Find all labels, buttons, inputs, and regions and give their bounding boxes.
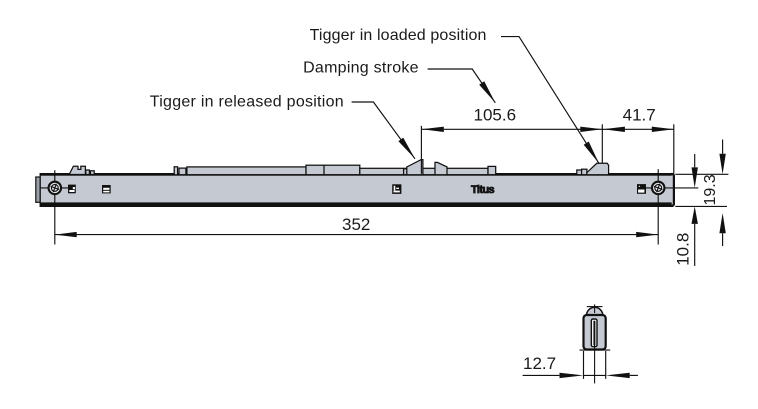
svg-text:Tigger in released position: Tigger in released position [150,94,344,111]
svg-text:352: 352 [342,215,370,234]
svg-text:Tigger in loaded position: Tigger in loaded position [310,27,487,44]
svg-text:41.7: 41.7 [623,106,656,125]
svg-text:10.8: 10.8 [673,233,692,266]
svg-text:Damping stroke: Damping stroke [303,60,419,77]
svg-text:105.6: 105.6 [474,106,517,125]
svg-text:19.3: 19.3 [702,174,719,205]
svg-text:12.7: 12.7 [523,354,556,373]
svg-text:Titus: Titus [471,184,495,196]
